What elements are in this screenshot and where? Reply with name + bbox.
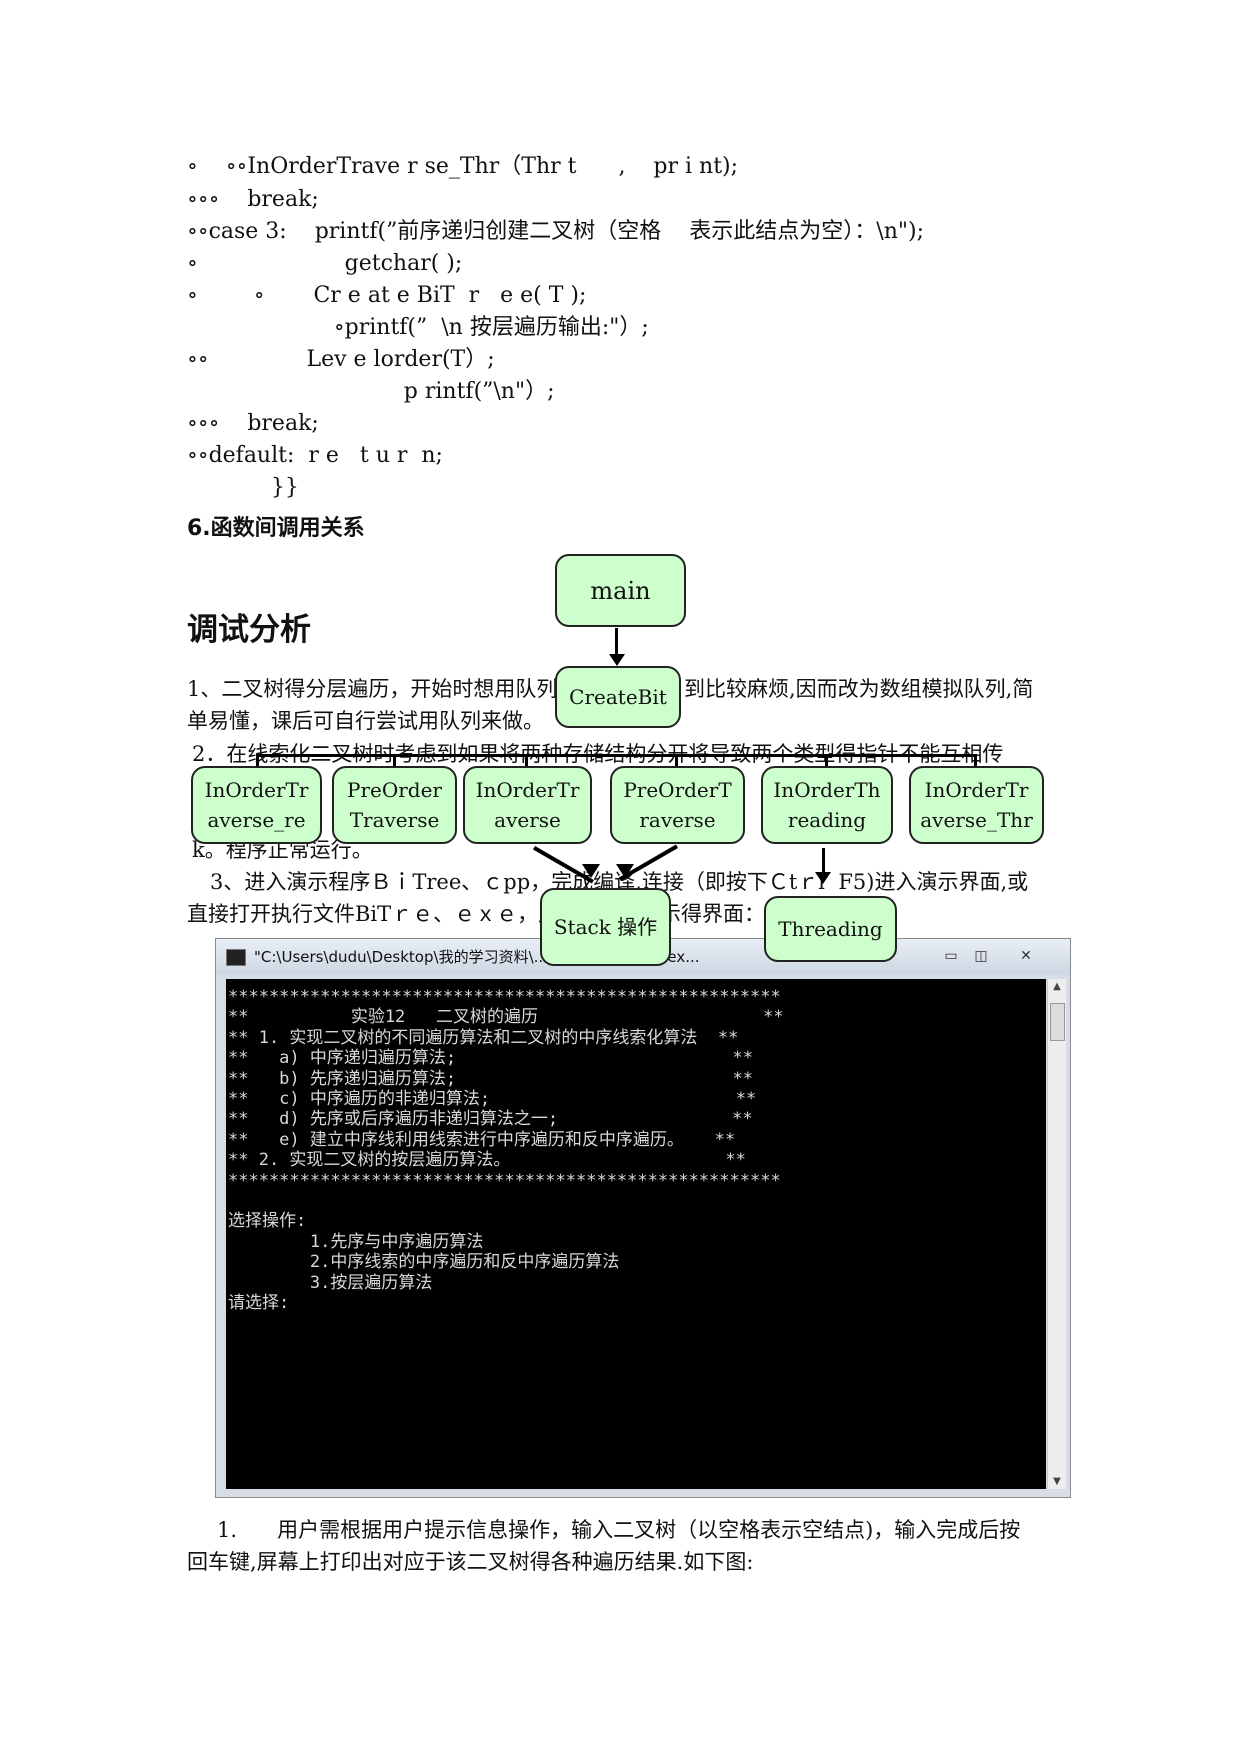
bottom-line2: 回车键,屏幕上打印出对应于该二叉树得各种遍历结果.如下图: xyxy=(187,1550,754,1574)
node-main: main xyxy=(555,554,686,627)
bottom-line1: 1. 用户需根据用户提示信息操作，输入二叉树（以空格表示空结点)，输入完成后按 xyxy=(217,1518,1021,1542)
para3-line2-start: 直接打开执行文件BiTｒｅ、ｅｘｅ，产 xyxy=(187,902,560,926)
code-line-2: ∘∘∘ break; xyxy=(187,187,319,212)
scroll-down-icon[interactable]: ▼ xyxy=(1053,1476,1061,1487)
para1-line1-end: 到比较麻烦,因而改为数组模拟队列,简 xyxy=(684,677,1034,701)
node-createbit: CreateBit xyxy=(555,666,681,728)
console-line: 2.中序线索的中序遍历和反中序遍历算法 xyxy=(228,1252,620,1273)
arrowhead-preorder-stack xyxy=(616,864,634,878)
scroll-up-icon[interactable]: ▲ xyxy=(1053,981,1061,992)
bus-drop-3 xyxy=(525,754,528,766)
console-window: "C:\Users\dudu\Desktop\我的学习资料\...\作业\实验报… xyxy=(215,938,1071,1498)
code-line-4: ∘ getchar( ); xyxy=(187,251,463,276)
para1-line2: 单易懂，课后可自行尝试用队列来做。 xyxy=(187,709,544,733)
arrowhead-inorderth-threading xyxy=(815,872,831,884)
node-inorder-traverse-thr: InOrderTr averse_Thr xyxy=(909,766,1044,844)
arrowhead-main-createbit xyxy=(609,654,625,666)
node-preorder-traverse: PreOrder Traverse xyxy=(332,766,457,844)
node-inorder-traverse-re: InOrderTr averse_re xyxy=(191,766,322,844)
debug-title: 调试分析 xyxy=(187,612,311,648)
maximize-button[interactable]: ◫ xyxy=(974,948,988,964)
console-output: ****************************************… xyxy=(226,979,1046,1489)
bus-drop-1 xyxy=(256,754,259,766)
console-line: ** c) 中序遍历的非递归算法; ** xyxy=(228,1089,757,1110)
code-line-10: ∘∘default: r e t u r n; xyxy=(187,443,443,468)
node-threading: Threading xyxy=(764,896,897,962)
section6-title: 6.函数间调用关系 xyxy=(187,516,365,541)
code-line-3: ∘∘case 3: printf(”前序递归创建二叉树（空格 表示此结点为空）：… xyxy=(187,219,924,244)
bus-drop-4 xyxy=(675,754,678,766)
code-line-1: ∘ ∘∘InOrderTrave r se_Thr（Thr t , pr i n… xyxy=(187,154,739,179)
console-line: ** a) 中序递归遍历算法; ** xyxy=(228,1048,753,1069)
bus-drop-6 xyxy=(974,754,977,766)
console-line: ** d) 先序或后序遍历非递归算法之一; ** xyxy=(228,1109,753,1130)
arrow-inorderth-threading xyxy=(822,848,825,876)
arrow-main-createbit xyxy=(615,628,618,658)
code-line-6: ∘printf(” \n 按层遍历输出:"）; xyxy=(187,315,649,340)
node-preorder-traverse-t: PreOrderT raverse xyxy=(610,766,745,844)
console-line: 选择操作: xyxy=(228,1211,307,1232)
bus-horizontal xyxy=(256,754,977,757)
console-line: ****************************************… xyxy=(228,987,781,1007)
code-line-11: }} xyxy=(187,475,299,500)
close-button[interactable]: ✕ xyxy=(1020,948,1032,964)
console-line: ** e) 建立中序线利用线索进行中序遍历和反中序遍历。 ** xyxy=(228,1129,736,1150)
code-line-7: ∘∘ Lev e lorder(T）; xyxy=(187,347,495,372)
scroll-thumb[interactable] xyxy=(1050,1003,1065,1041)
console-line: ** 实验12 二叉树的遍历 ** xyxy=(228,1007,784,1028)
bus-drop-5 xyxy=(825,754,828,766)
console-line: 3.按层遍历算法 xyxy=(228,1272,433,1293)
bus-drop-2 xyxy=(393,754,396,766)
node-stack: Stack 操作 xyxy=(540,888,671,966)
node-inorder-traverse: InOrderTr averse xyxy=(463,766,592,844)
minimize-button[interactable]: ▭ xyxy=(944,948,958,964)
code-line-8: p rintf(”\n"）; xyxy=(187,379,555,404)
console-line: ****************************************… xyxy=(228,1170,781,1191)
vertical-scrollbar[interactable]: ▲ ▼ xyxy=(1047,979,1066,1489)
console-line: 1.先序与中序遍历算法 xyxy=(228,1231,484,1252)
code-line-5: ∘ ∘ Cr e at e BiT r e e( T ); xyxy=(187,283,587,308)
console-line: ** 2. 实现二叉树的按层遍历算法。 ** xyxy=(228,1150,746,1171)
node-inorder-threading: InOrderTh reading xyxy=(761,766,893,844)
code-line-9: ∘∘∘ break; xyxy=(187,411,319,436)
console-app-icon xyxy=(226,949,246,966)
arrowhead-inorder-stack xyxy=(582,864,600,878)
para3-line1: 3、进入演示程序ＢｉTree、ｃpp，完成编译,连接（即按下Ｃtｒl F5)进入… xyxy=(210,870,1029,894)
console-line: 请选择: xyxy=(228,1293,290,1314)
console-line: ** b) 先序递归遍历算法; ** xyxy=(228,1068,753,1089)
para3-line2-end: 示得界面： xyxy=(660,902,765,926)
para1-line1: 1、二叉树得分层遍历，开始时想用队列 xyxy=(187,677,558,701)
console-line: ** 1. 实现二叉树的不同遍历算法和二叉树的中序线索化算法 ** xyxy=(228,1027,739,1048)
